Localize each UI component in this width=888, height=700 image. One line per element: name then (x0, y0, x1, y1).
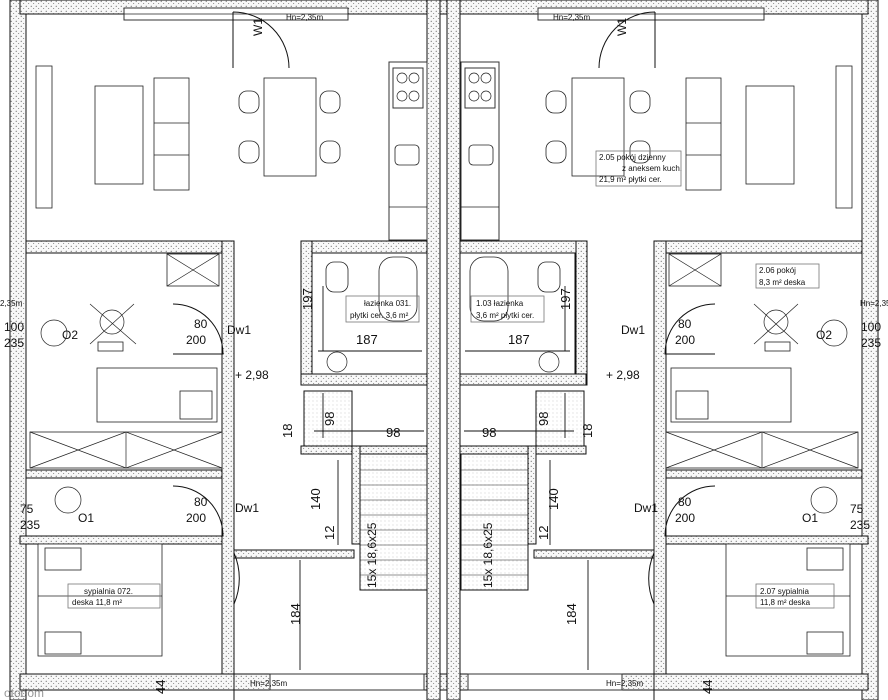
level-mark-right: + 2,98 (606, 368, 640, 382)
window-o1-height-right: 235 (850, 518, 870, 532)
hn-bottom-left: Hn=2,35m (250, 679, 287, 688)
dim-187-right: 187 (508, 332, 530, 347)
door-o1-right: O1 (802, 511, 818, 525)
window-o2-height-left: 235 (4, 336, 24, 350)
stairs-left-label: 15x 18,6x25 (365, 522, 379, 588)
bed-right-label-1: 2.07 sypialnia (760, 587, 809, 596)
bath-left-label-2: płytki cer. 3,6 m² (350, 311, 409, 320)
door-dw1-c: Dw1 (235, 501, 259, 515)
dim-197-right: 197 (558, 288, 573, 310)
room-right-label-2: 8,3 m² deska (759, 278, 806, 287)
bath-left-label-1: łazienka 031. (364, 299, 411, 308)
bed-right-label-2: 11,8 m² deska (760, 598, 811, 607)
window-o2-width-right: 100 (861, 320, 881, 334)
level-mark-left: + 2,98 (235, 368, 269, 382)
door-dw1-b: Dw1 (621, 323, 645, 337)
door-w1-left: W1 (251, 18, 265, 36)
doors (172, 11, 716, 605)
dim-18-right: 18 (580, 424, 595, 438)
hn-top-left: Hn=2,35m (286, 13, 323, 22)
bedroom-furniture (37, 486, 851, 657)
window-o1-width-right: 75 (850, 502, 864, 516)
bath-right-label-2: 3,6 m² płytki cer. (476, 311, 534, 320)
outer-walls (9, 0, 879, 700)
stairs-right-label: 15x 18,6x25 (481, 522, 495, 588)
door-w1-right: W1 (615, 18, 629, 36)
dim-12-right: 12 (536, 526, 551, 540)
dim-44-left: 44 (153, 680, 168, 694)
door-200-b: 200 (675, 333, 695, 347)
door-dw1-d: Dw1 (634, 501, 658, 515)
door-dw1-a: Dw1 (227, 323, 251, 337)
stairs (303, 390, 585, 591)
door-80-a: 80 (194, 317, 208, 331)
dim-18-left: 18 (280, 424, 295, 438)
dim-98-left-v: 98 (322, 412, 337, 426)
window-o2-width-left: 100 (4, 320, 24, 334)
closets (29, 431, 859, 469)
dim-12-left: 12 (322, 526, 337, 540)
living-right-label-3: 21,9 m² płytki cer. (599, 175, 662, 184)
top-openings (123, 7, 765, 700)
dim-187-left: 187 (356, 332, 378, 347)
right-ceiling-height: Hn=2,35m (860, 299, 888, 308)
living-furniture (35, 65, 853, 209)
door-200-c: 200 (186, 511, 206, 525)
living-right-label-1: 2.05 pokój dzienny (599, 153, 666, 162)
label-boxes (67, 150, 835, 609)
bathrooms (311, 252, 576, 375)
bath-right-label-1: 1.03 łazienka (476, 299, 524, 308)
living-right-label-2: z aneksem kuch. (622, 164, 682, 173)
door-o2-right: O2 (816, 328, 832, 342)
window-o2-height-right: 235 (861, 336, 881, 350)
door-o1-left: O1 (78, 511, 94, 525)
bed-left-label-1: sypialnia 072. (84, 587, 133, 596)
dim-44-right: 44 (700, 680, 715, 694)
door-80-b: 80 (678, 317, 692, 331)
dim-98-left-h: 98 (386, 425, 400, 440)
dim-98-right-h: 98 (482, 425, 496, 440)
dim-98-right-v: 98 (536, 412, 551, 426)
dim-184-left: 184 (288, 603, 303, 625)
dim-140-left: 140 (308, 488, 323, 510)
door-200-a: 200 (186, 333, 206, 347)
door-80-c: 80 (194, 495, 208, 509)
hn-bottom-right: Hn=2,35m (606, 679, 643, 688)
window-o1-height-left: 235 (20, 518, 40, 532)
watermark: otodom (4, 686, 44, 700)
door-o2-left: O2 (62, 328, 78, 342)
dim-184-right: 184 (564, 603, 579, 625)
hn-top-right: Hn=2,35m (553, 13, 590, 22)
window-o1-width-left: 75 (20, 502, 34, 516)
door-200-d: 200 (675, 511, 695, 525)
dim-140-right: 140 (546, 488, 561, 510)
kitchen-fixtures (388, 61, 500, 241)
left-ceiling-height: 2,35m (0, 299, 23, 308)
room-right-label-1: 2.06 pokój (759, 266, 796, 275)
door-80-d: 80 (678, 495, 692, 509)
bed-left-label-2: deska 11,8 m² (72, 598, 122, 607)
dim-197-left: 197 (300, 288, 315, 310)
annotations: W1 W1 Hn=2,35m Hn=2,35m Hn=2,35m Hn=2,35… (0, 13, 888, 700)
room-fixtures (40, 253, 848, 423)
dimension-lines (299, 286, 589, 670)
